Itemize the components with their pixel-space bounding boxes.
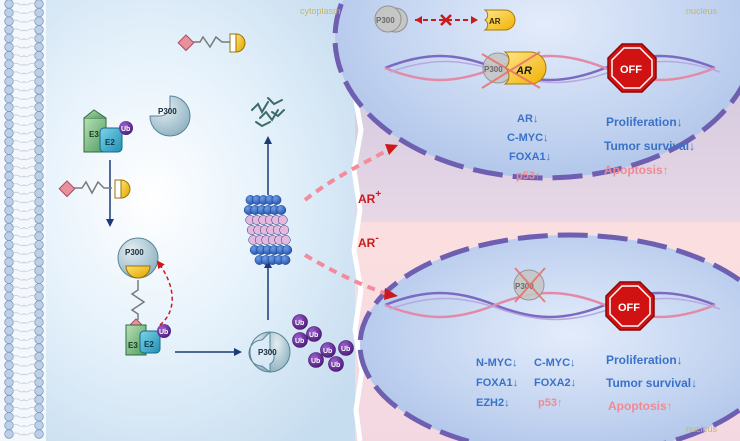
ubiquitin-label: Ub: [295, 320, 304, 327]
ar-label-dna: AR: [515, 65, 532, 77]
ubiquitin-sphere: [306, 326, 322, 342]
ar-neg-marker-p53: p53↑: [538, 397, 562, 409]
nucleus-label-bottom: nucleus: [686, 424, 718, 434]
ar-neg-outcome-tumor-survival: Tumor survival↓: [606, 376, 697, 390]
proteasome-subunit: [277, 215, 288, 225]
cytoplasm-background: [0, 0, 360, 441]
off-label-top: OFF: [620, 64, 642, 76]
proteasome-subunit: [271, 195, 282, 205]
proteasome-subunit: [279, 225, 290, 235]
e2-label-top: E2: [105, 138, 115, 147]
degrader-molecule-free: [177, 33, 246, 53]
ar-pos-outcome-apoptosis: Apoptosis↑: [604, 163, 669, 177]
p300-ar-on-dna-crossed: P300 AR: [481, 51, 547, 89]
proteasome: [243, 195, 293, 265]
ar-pos-outcome-proliferation: Proliferation↓: [606, 115, 683, 129]
arrow-to-ar-negative: [303, 253, 391, 297]
ub-label-ternary: Ub: [159, 329, 168, 336]
degrader-molecule-mid: [58, 179, 131, 199]
ar-neg-marker-foxa1: FOXA1↓: [476, 377, 518, 389]
p300-label-dna-top: P300: [484, 65, 503, 74]
ubiquitin-label: Ub: [341, 346, 350, 353]
p300-ar-interaction-top: P300 AR: [374, 5, 516, 33]
dna-helix-top: [384, 54, 721, 84]
ubiquitin-label: Ub: [295, 338, 304, 345]
proteasome-subunit: [282, 245, 293, 255]
ubiquitin-label: Ub: [311, 358, 320, 365]
cytoplasm-label: cytoplasm: [300, 6, 341, 16]
p300-label-ubiquitinated: P300: [258, 348, 277, 357]
degraded-peptide-fragments: [251, 97, 285, 128]
ub-label-top: Ub: [121, 126, 130, 133]
ar-negative-outcome-list: Proliferation↓ Tumor survival↓ Apoptosis…: [606, 353, 697, 413]
ar-pos-marker-foxa1: FOXA1↓: [509, 151, 551, 163]
p300-label-free: P300: [158, 107, 177, 116]
arrow-to-ar-positive: [303, 146, 393, 202]
off-label-bottom: OFF: [618, 302, 640, 314]
p300-label-ternary: P300: [125, 248, 144, 257]
ar-pos-marker-ar: AR↓: [517, 113, 538, 125]
ubiquitin-sphere: [292, 314, 308, 330]
p300-ubiquitinated: P300: [248, 331, 291, 373]
ar-pos-marker-p53: p53↑: [516, 170, 540, 182]
ubiquitin-sphere: [308, 352, 324, 368]
ternary-complex: P300 E3 E2 Ub: [117, 237, 171, 356]
p300-protein-free: P300: [149, 95, 191, 137]
ar-neg-marker-ezh2: EZH2↓: [476, 397, 510, 409]
e3-ligase-complex-top: E3 E2 Ub: [83, 109, 133, 153]
proteasome-subunit: [276, 205, 287, 215]
ubiquitin-label: Ub: [331, 362, 340, 369]
off-signal-top: OFF: [607, 43, 657, 93]
p300-label-interaction: P300: [376, 16, 395, 25]
arrowhead-ar-positive: [385, 144, 398, 155]
ar-positive-label: AR+: [358, 189, 381, 206]
e3-label-ternary: E3: [128, 341, 138, 350]
ar-neg-marker-foxa2: FOXA2↓: [534, 377, 576, 389]
ubiquitin-label: Ub: [309, 332, 318, 339]
ubiquitin-sphere: [292, 332, 308, 348]
ar-negative-label: AR-: [358, 233, 379, 250]
dna-helix-bottom: [384, 291, 721, 321]
ar-neg-outcome-proliferation: Proliferation↓: [606, 353, 683, 367]
ar-positive-marker-list: AR↓ C-MYC↓ FOXA1↓ p53↑: [507, 113, 551, 182]
nucleus-label-top: nucleus: [686, 6, 718, 16]
ubiquitin-sphere: [328, 356, 344, 372]
p300-label-dna-bottom: P300: [515, 282, 534, 291]
proteasome-subunit: [280, 235, 291, 245]
cell-membrane: [0, 0, 46, 441]
ar-neg-marker-nmyc: N-MYC↓: [476, 357, 518, 369]
off-signal-bottom: OFF: [605, 281, 655, 331]
proteasome-subunit: [280, 255, 291, 265]
ar-neg-marker-cmyc: C-MYC↓: [534, 357, 576, 369]
ar-pos-outcome-tumor-survival: Tumor survival↓: [604, 139, 695, 153]
ubiquitin-sphere: [320, 342, 336, 358]
ar-negative-marker-list: N-MYC↓ FOXA1↓ EZH2↓ C-MYC↓ FOXA2↓ p53↑: [476, 357, 576, 409]
ubiquitin-sphere: [338, 340, 354, 356]
arrowhead-ar-negative: [384, 288, 398, 300]
e3-label-top: E3: [89, 130, 99, 139]
ubiquitin-label: Ub: [323, 348, 332, 355]
ar-pos-marker-cmyc: C-MYC↓: [507, 132, 549, 144]
ar-label-interaction: AR: [489, 17, 501, 26]
ar-neg-outcome-apoptosis: Apoptosis↑: [608, 399, 673, 413]
p300-on-dna-crossed: P300: [513, 267, 546, 303]
e2-label-ternary: E2: [144, 340, 154, 349]
ar-positive-outcome-list: Proliferation↓ Tumor survival↓ Apoptosis…: [604, 115, 695, 177]
